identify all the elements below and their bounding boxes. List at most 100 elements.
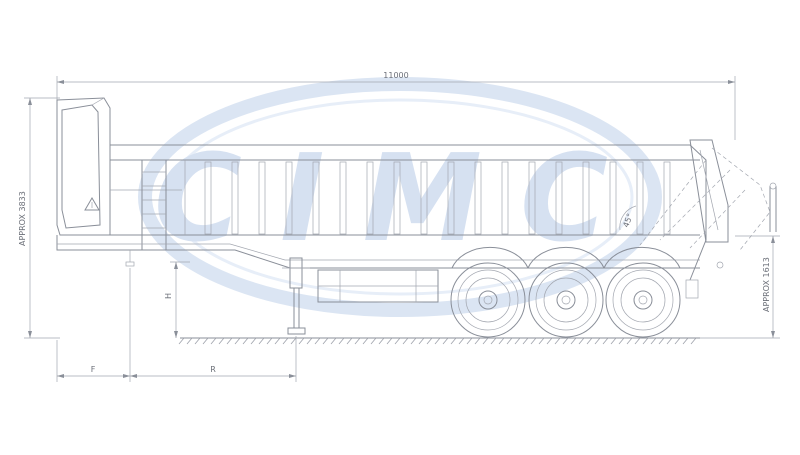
ground-hatch xyxy=(346,337,353,345)
ground-hatch xyxy=(426,337,433,345)
front-overhang-label: F xyxy=(91,365,96,374)
deck-height-dimension: APPROX 1613 xyxy=(700,235,780,339)
ground-hatch xyxy=(690,337,697,345)
ground-hatch xyxy=(338,337,345,345)
ground-hatch xyxy=(650,337,657,345)
wheel xyxy=(528,262,604,338)
ground-hatch xyxy=(362,337,369,345)
body-rib xyxy=(447,161,455,235)
ground-hatch xyxy=(234,337,241,345)
ground-hatch xyxy=(674,337,681,345)
body-rib xyxy=(312,161,320,235)
ground-hatch xyxy=(682,337,689,345)
ground-hatch xyxy=(378,337,385,345)
front-wall xyxy=(56,97,111,236)
ground-hatch xyxy=(578,337,585,345)
ground-hatch xyxy=(610,337,617,345)
overall-height-label: APPROX 3833 xyxy=(18,191,27,246)
ground-hatch xyxy=(402,337,409,345)
ground-hatch xyxy=(538,337,545,345)
ground-hatch xyxy=(322,337,329,345)
ground-hatch xyxy=(666,337,673,345)
watermark-logo: CIMC xyxy=(138,77,662,317)
ground-hatch xyxy=(522,337,529,345)
chassis-frame xyxy=(56,235,700,269)
ground-hatch xyxy=(194,337,201,345)
ground-hatch xyxy=(210,337,217,345)
body-rib xyxy=(420,161,428,235)
ground-hatch xyxy=(282,337,289,345)
ground-hatch xyxy=(298,337,305,345)
ground-hatch xyxy=(306,337,313,345)
ladder xyxy=(141,160,167,250)
ground-hatch xyxy=(250,337,257,345)
overall-length-dimension: 11000 xyxy=(56,71,736,140)
ground-hatch xyxy=(434,337,441,345)
ground-hatch xyxy=(642,337,649,345)
body-rib xyxy=(474,161,482,235)
ground-hatch xyxy=(618,337,625,345)
body-rib xyxy=(609,161,617,235)
ground-hatch xyxy=(658,337,665,345)
ground-hatch xyxy=(410,337,417,345)
ground-hatch xyxy=(266,337,273,345)
body-rib xyxy=(393,161,401,235)
body-rib xyxy=(231,161,239,235)
ground-hatch xyxy=(458,337,465,345)
wheel xyxy=(450,262,526,338)
body-rib xyxy=(285,161,293,235)
ground-hatch xyxy=(562,337,569,345)
mudguard xyxy=(451,246,681,269)
body-rib xyxy=(258,161,266,235)
ground-hatch xyxy=(226,337,233,345)
ground-hatch xyxy=(370,337,377,345)
ground-hatch xyxy=(594,337,601,345)
watermark-text: CIMC xyxy=(154,130,646,269)
tailgate-open-position xyxy=(639,147,777,251)
ground-hatch xyxy=(450,337,457,345)
body-rib xyxy=(528,161,536,235)
wheel xyxy=(605,262,681,338)
ground-hatch xyxy=(466,337,473,345)
ground-hatch xyxy=(274,337,281,345)
rear-tailgate xyxy=(685,139,729,299)
ground-hatch xyxy=(514,337,521,345)
ground-hatch xyxy=(386,337,393,345)
fifth-wheel-height-dimension: H xyxy=(164,261,190,338)
ground-hatch xyxy=(218,337,225,345)
ground-hatch xyxy=(258,337,265,345)
ground-hatch xyxy=(354,337,361,345)
ground-hatch xyxy=(442,337,449,345)
ground-hatch xyxy=(498,337,505,345)
overall-length-label: 11000 xyxy=(383,71,408,80)
ground-hatch xyxy=(634,337,641,345)
ground-hatch xyxy=(186,337,193,345)
fifth-wheel-height-label: H xyxy=(164,293,173,299)
body-rib xyxy=(366,161,374,235)
ground-hatch xyxy=(290,337,297,345)
landing-gear xyxy=(282,257,310,335)
bottom-dimensions: F R xyxy=(56,268,297,382)
body-rib xyxy=(204,161,212,235)
body-rib xyxy=(663,161,671,235)
ground-hatch xyxy=(314,337,321,345)
body-rib xyxy=(636,161,644,235)
ground-hatch xyxy=(586,337,593,345)
body-rib xyxy=(501,161,509,235)
overall-height-dimension: APPROX 3833 xyxy=(18,97,60,339)
ground-hatch xyxy=(474,337,481,345)
ground-hatch xyxy=(418,337,425,345)
ground-hatch xyxy=(490,337,497,345)
ground-hatch xyxy=(202,337,209,345)
dump-body xyxy=(110,144,707,240)
ground-hatch xyxy=(482,337,489,345)
ground-hatch xyxy=(602,337,609,345)
ground-hatch xyxy=(554,337,561,345)
king-pin-to-leg-label: R xyxy=(210,365,216,374)
body-rib xyxy=(582,161,590,235)
ground-hatch xyxy=(530,337,537,345)
ground-hatch xyxy=(178,337,185,345)
ground-hatch xyxy=(546,337,553,345)
ground-hatch xyxy=(506,337,513,345)
